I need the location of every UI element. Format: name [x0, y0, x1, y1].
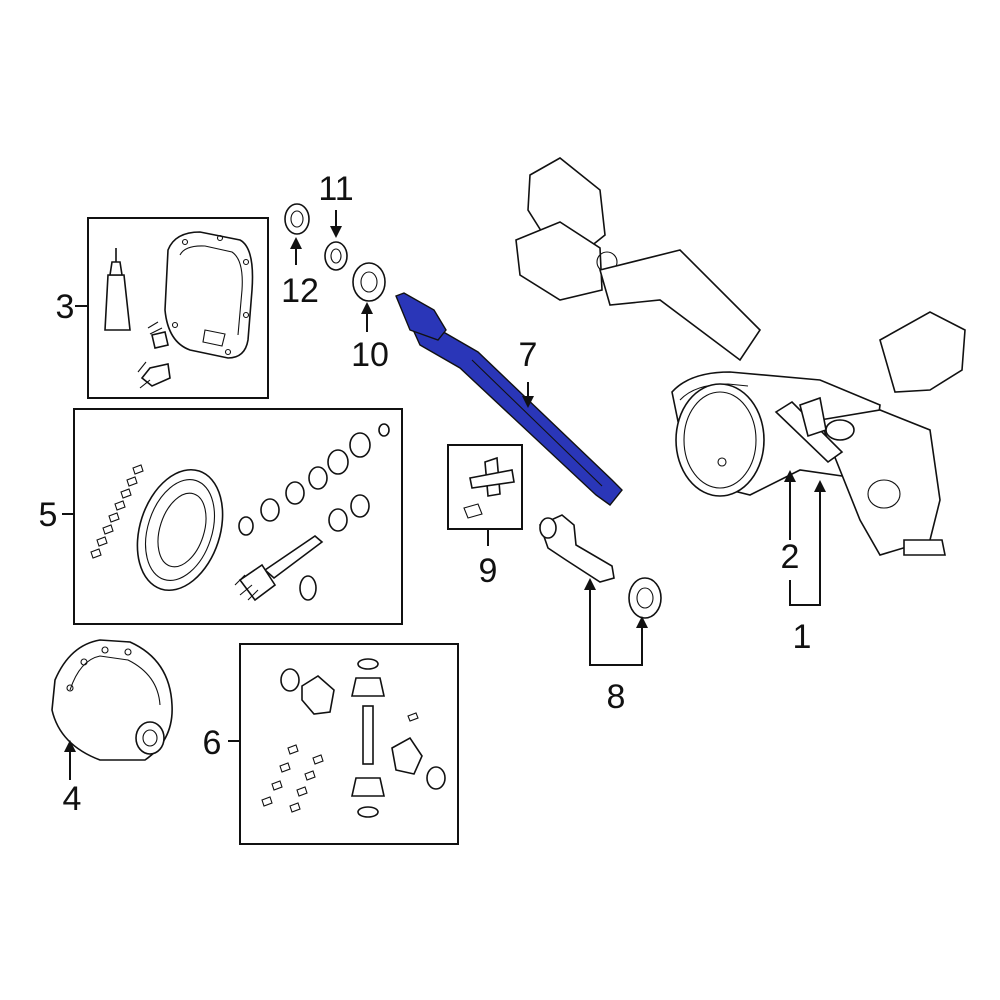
ring-gear-bolts-icon	[90, 464, 144, 559]
spider-gear-icon	[391, 712, 446, 790]
differential-cover-icon	[164, 231, 254, 359]
arrow-8b-icon	[636, 616, 648, 628]
pinion-shaft-icon	[351, 658, 385, 765]
callout-4[interactable]: 4	[63, 780, 82, 818]
pinion-gear-icon	[234, 534, 324, 602]
arrow-12-icon	[290, 237, 302, 249]
callout-6[interactable]: 6	[203, 724, 222, 762]
part-5-box	[73, 408, 403, 625]
part-4-differential-case[interactable]	[51, 639, 173, 761]
part-8-stub-shaft[interactable]	[539, 514, 662, 619]
arrow-2-icon	[784, 470, 796, 482]
part-3-cover-kit[interactable]	[87, 217, 269, 399]
leader-1	[789, 490, 821, 606]
arrow-1-icon	[814, 480, 826, 492]
bearing-races-icon	[238, 423, 390, 536]
part-3-box	[87, 217, 269, 399]
ring-gear-icon	[136, 468, 224, 592]
part-7-axle-shaft[interactable]	[395, 292, 623, 506]
callout-2[interactable]: 2	[781, 538, 800, 576]
callout-labels: 1 2 3 4 5 6 7 8 9 10 11 12	[39, 170, 812, 818]
part-12-seal[interactable]	[284, 203, 310, 235]
part-9-u-joint-kit[interactable]	[447, 444, 523, 530]
part-5-ring-pinion-kit[interactable]	[73, 408, 403, 625]
callout-10[interactable]: 10	[351, 336, 389, 374]
case-bolts-icon	[261, 744, 324, 813]
callout-8[interactable]: 8	[607, 678, 626, 716]
part-1-axle-housing[interactable]	[515, 157, 966, 556]
part-6-box	[239, 643, 459, 845]
callout-9[interactable]: 9	[479, 552, 498, 590]
part-11-washer[interactable]	[324, 241, 348, 271]
arrow-11-icon	[330, 226, 342, 238]
side-gear-icon	[280, 668, 335, 715]
fill-plug-icon	[147, 321, 169, 349]
thrust-washer-icon	[351, 777, 385, 818]
callout-1[interactable]: 1	[793, 618, 812, 656]
cover-bolt-icon	[137, 361, 171, 389]
arrow-10-icon	[361, 302, 373, 314]
u-joint-icon	[469, 456, 515, 497]
part-9-box	[447, 444, 523, 530]
part-10-seal[interactable]	[352, 262, 386, 302]
part-6-spider-gear-kit[interactable]	[239, 643, 459, 845]
arrow-4-icon	[64, 740, 76, 752]
callout-7[interactable]: 7	[519, 336, 538, 374]
leader-lines	[62, 210, 826, 780]
retaining-clip-icon	[463, 503, 483, 519]
arrow-7-icon	[522, 396, 534, 408]
callout-11[interactable]: 11	[318, 170, 353, 208]
arrow-8a-icon	[584, 578, 596, 590]
callout-3[interactable]: 3	[56, 288, 75, 326]
leader-8	[589, 590, 643, 666]
callout-12[interactable]: 12	[281, 272, 319, 310]
callout-5[interactable]: 5	[39, 496, 58, 534]
sealant-tube-icon	[104, 248, 131, 331]
